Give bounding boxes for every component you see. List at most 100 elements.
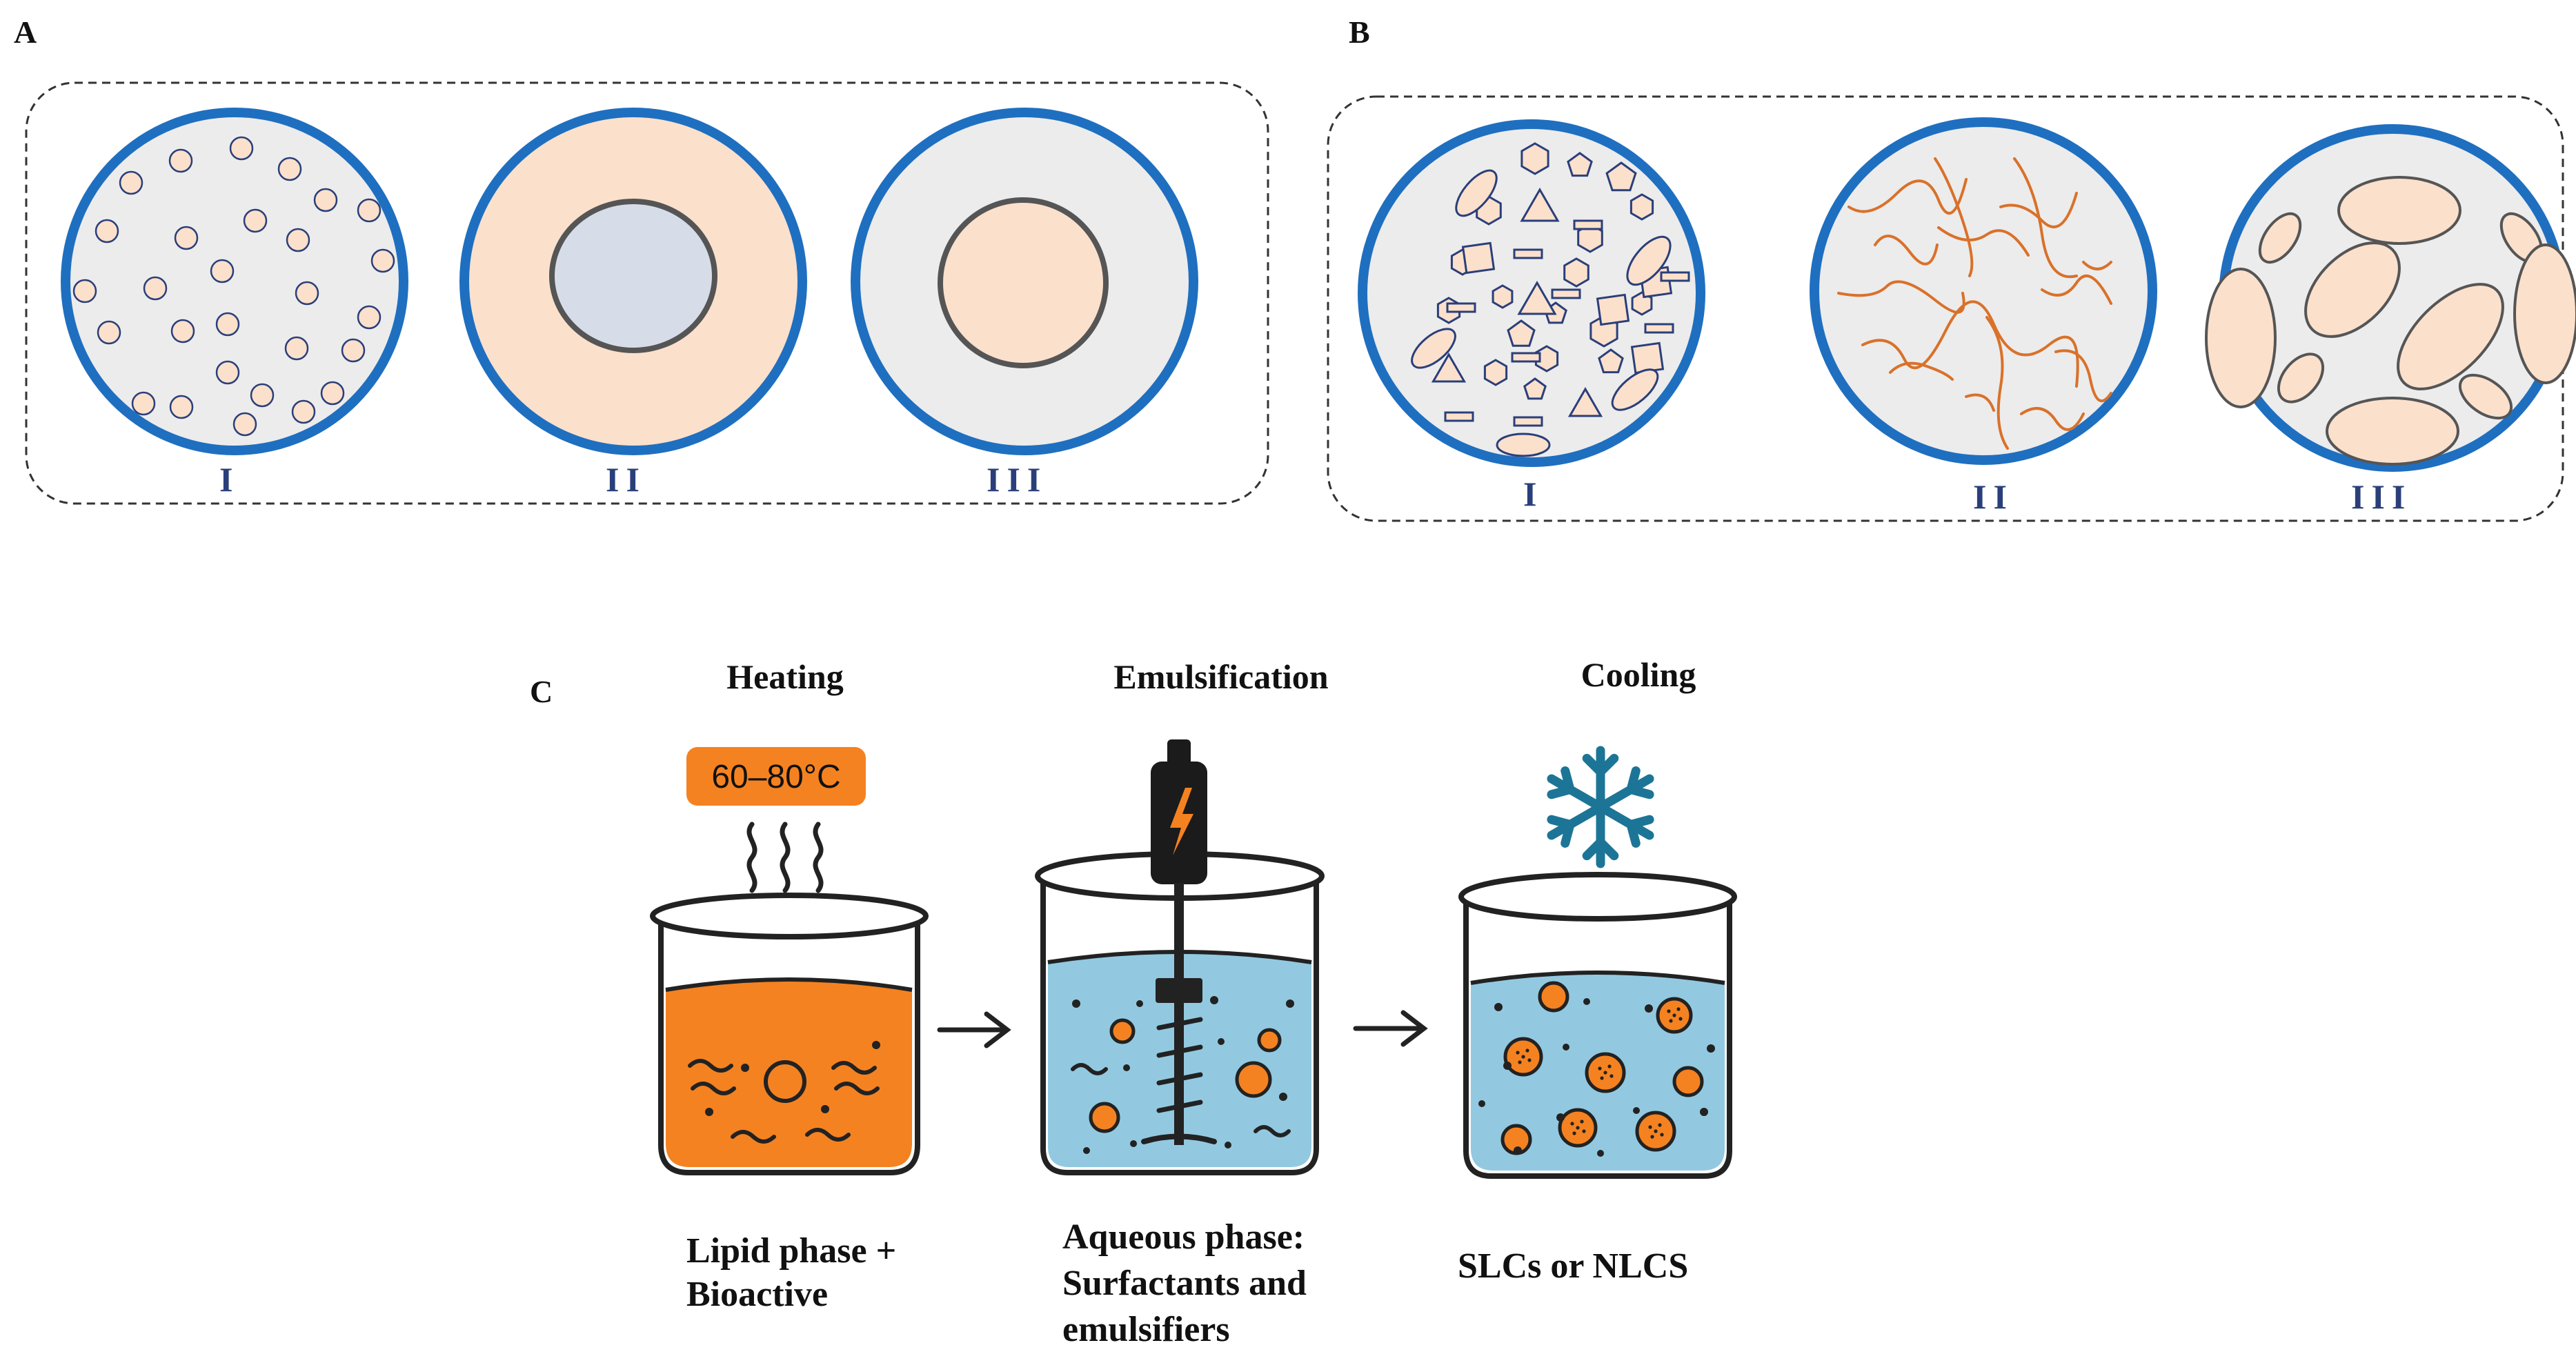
a2-core: [549, 199, 717, 353]
temperature-label: 60–80°C: [711, 759, 840, 795]
bar-crystal: [1446, 302, 1476, 313]
particle: [232, 412, 257, 437]
fiber: [1999, 192, 2078, 228]
lipid-liquid: [666, 979, 912, 1167]
bar-crystal: [1513, 248, 1543, 259]
square-crystal: [1596, 293, 1630, 326]
fiber: [1985, 316, 2009, 450]
triangle-crystal: [1520, 188, 1560, 222]
nanoparticle-core-dot: [1676, 1007, 1681, 1011]
compartment: [2397, 283, 2504, 390]
beaker-cooling: [1458, 872, 1737, 1179]
compartment: [2337, 176, 2461, 245]
fiber: [1874, 235, 1939, 266]
lipid-waves: [688, 1059, 880, 1144]
nanoparticle-core-dot: [1527, 1058, 1532, 1062]
caption-heating-line-2: Bioactive: [686, 1275, 828, 1314]
nanoparticle-core-dot: [1669, 1019, 1673, 1023]
bar-crystal: [1511, 352, 1541, 363]
panel-a-label-2: II: [606, 460, 646, 499]
oval-crystal: [1626, 235, 1672, 286]
nanoparticle-core-dot: [1572, 1131, 1576, 1135]
nanoparticle-body: [1672, 1066, 1704, 1097]
nanoparticle-core-dot: [1672, 1013, 1676, 1017]
fiber: [2082, 261, 2112, 270]
panel-a-letter: A: [14, 14, 37, 50]
compartment: [2458, 373, 2513, 420]
caption-emulsification-line-2: Surfactants and: [1062, 1264, 1307, 1303]
a3-core: [938, 197, 1109, 368]
compartment: [2326, 397, 2459, 466]
oval-crystal: [1455, 169, 1498, 217]
panel-b-structure-1: [1358, 119, 1705, 467]
nanoparticle-core-dot: [1580, 1120, 1584, 1124]
emulsion-droplets: [1089, 1018, 1282, 1133]
fiber: [1889, 361, 1954, 381]
fiber: [2020, 407, 2085, 431]
lipid-dots: [705, 1041, 880, 1116]
step-title-heating: Heating: [726, 657, 843, 696]
square-crystal: [1630, 341, 1665, 375]
bioactive-droplet: [764, 1060, 806, 1103]
nanoparticle-core-dot: [1582, 1129, 1586, 1133]
crystal: [1507, 319, 1536, 347]
arrow-right-icon-1: [937, 1011, 1011, 1048]
b1-crystals: [1411, 142, 1690, 457]
triangle-crystal: [1431, 352, 1467, 383]
triangle-crystal: [1567, 386, 1603, 417]
panel-b-label-3: III: [2351, 477, 2412, 516]
snowflake-branch: [1626, 785, 1654, 799]
heat-waves-icon: [746, 822, 824, 893]
particle: [284, 336, 309, 361]
particle: [119, 170, 143, 195]
step-title-emulsification: Emulsification: [1113, 657, 1328, 696]
panel-b-letter: B: [1349, 14, 1370, 50]
a1-ring: [61, 108, 408, 455]
compartment: [2304, 241, 2401, 338]
particle: [286, 228, 310, 252]
panel-b-structure-2: [1810, 117, 2157, 465]
crystal: [1483, 359, 1508, 386]
snowflake-arm: [1596, 802, 1654, 840]
crystal: [1523, 377, 1547, 400]
beaker-heating: [650, 893, 929, 1175]
fiber: [2054, 349, 2112, 403]
nanoparticle-core-dot: [1603, 1071, 1607, 1075]
nanoparticle-core-dot: [1518, 1060, 1522, 1064]
panel-b-label-2: II: [1973, 477, 2014, 516]
snowflake-branch: [1547, 815, 1575, 829]
bar-crystal: [1513, 416, 1543, 427]
emulsion-waves: [1071, 1063, 1291, 1137]
particle: [215, 360, 240, 385]
crystal: [1629, 193, 1654, 221]
nanoparticle-core-dot: [1576, 1126, 1580, 1130]
nanoparticle-core-dot: [1598, 1066, 1602, 1071]
beaker-emulsification: [1035, 739, 1325, 1175]
panel-a-structure-3: [851, 108, 1198, 455]
particle: [174, 226, 199, 250]
snowflake-branch: [1596, 753, 1619, 777]
compartment: [2258, 212, 2302, 264]
nanoparticle-core-dot: [1607, 1064, 1612, 1068]
nanoparticle-core-dot: [1516, 1051, 1520, 1055]
compartment: [2513, 243, 2576, 384]
nanoparticle-core-dot: [1667, 1009, 1671, 1013]
particle: [313, 188, 338, 212]
crystal: [1567, 152, 1593, 177]
cooled-dots: [1478, 998, 1715, 1157]
nanoparticle-core-dot: [1648, 1125, 1652, 1129]
a1-particles: [72, 136, 395, 437]
panel-a-structure-1: [61, 108, 408, 455]
particle: [370, 248, 395, 273]
particle: [169, 395, 194, 419]
particle: [295, 281, 319, 306]
snowflake-arm: [1547, 802, 1605, 840]
nanoparticle-core-dot: [1521, 1055, 1525, 1059]
particle: [72, 279, 97, 304]
panel-a-structure-2: [459, 108, 807, 455]
particle: [170, 319, 195, 344]
crystal: [1605, 161, 1637, 192]
caption-emulsification-line-1: Aqueous phase:: [1062, 1217, 1305, 1257]
fiber: [1861, 300, 2079, 388]
fiber: [1837, 280, 1965, 314]
